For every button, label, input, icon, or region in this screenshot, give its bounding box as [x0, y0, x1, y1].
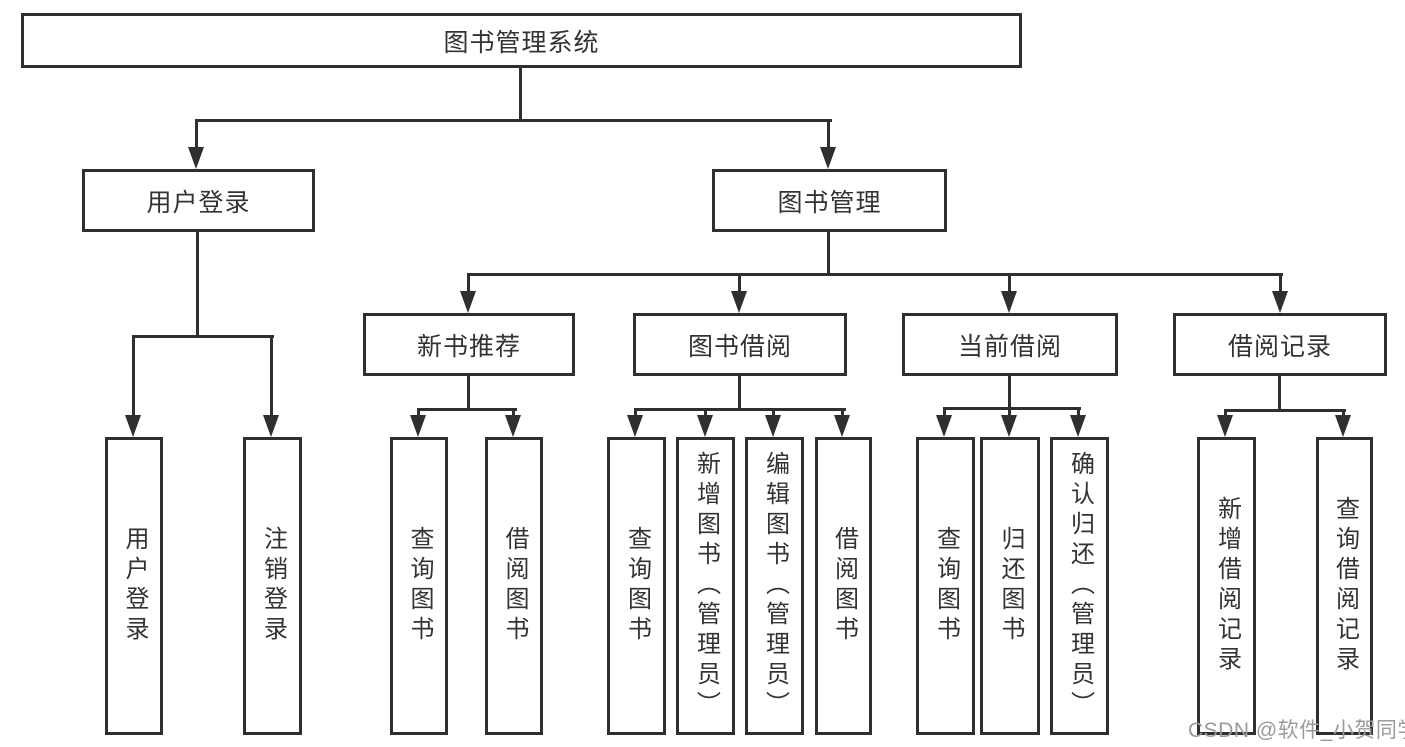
node-br-add-borrow-record-label: 新增借阅记录 — [1213, 496, 1241, 676]
node-book-management-label: 图书管理 — [777, 188, 882, 217]
connector-current-borrowing-split — [943, 407, 1081, 410]
connector-book-management-split — [467, 273, 1283, 276]
connector-arrow-br-add — [1217, 409, 1233, 437]
connector-arrow-bb-edit — [765, 408, 781, 437]
connector-book-borrowing-split — [634, 408, 846, 411]
connector-root-stem — [519, 68, 522, 119]
node-book-borrowing: 图书借阅 — [633, 313, 847, 376]
node-logout: 注销登录 — [243, 437, 302, 735]
node-current-borrowing: 当前借阅 — [902, 313, 1118, 376]
node-library-management-system-label: 图书管理系统 — [443, 28, 600, 57]
node-cb-confirm-return-admin-label: 确认归还（管理员） — [1066, 451, 1094, 721]
connector-arrow-book-borrowing — [731, 273, 747, 313]
node-cb-return-books-label: 归还图书 — [997, 526, 1024, 646]
node-bb-query-books-label: 查询图书 — [623, 526, 651, 646]
connector-arrow-login-leaf — [125, 335, 141, 437]
node-new-book-recommend-label: 新书推荐 — [416, 332, 521, 361]
csdn-watermark: CSDN @软件_小贺同学 — [1188, 719, 1405, 742]
node-borrow-records-label: 借阅记录 — [1227, 332, 1332, 361]
connector-arrow-new-book-recommend — [460, 273, 476, 313]
connector-current-borrowing-stem — [1008, 376, 1011, 407]
node-user-login: 用户登录 — [82, 169, 315, 232]
node-nb-borrow-books: 借阅图书 — [485, 437, 543, 735]
node-bb-borrow-books-label: 借阅图书 — [830, 526, 858, 646]
node-user-login-label: 用户登录 — [146, 188, 251, 217]
node-cb-query-books: 查询图书 — [916, 437, 975, 735]
node-nb-borrow-books-label: 借阅图书 — [501, 526, 528, 646]
node-nb-query-books-label: 查询图书 — [406, 526, 433, 646]
connector-book-management-stem — [827, 232, 830, 273]
node-library-management-system: 图书管理系统 — [21, 13, 1022, 68]
connector-arrow-nb-query — [410, 408, 426, 437]
node-borrow-records: 借阅记录 — [1173, 313, 1387, 376]
node-bb-add-book-admin: 新增图书（管理员） — [676, 437, 735, 735]
node-br-add-borrow-record: 新增借阅记录 — [1197, 437, 1256, 735]
connector-new-book-split — [417, 408, 517, 411]
connector-user-login-stem — [196, 232, 199, 335]
connector-book-borrowing-stem — [738, 376, 741, 408]
node-cb-query-books-label: 查询图书 — [932, 526, 960, 646]
connector-root-split — [196, 119, 832, 122]
connector-arrow-cb-return — [1001, 407, 1017, 437]
connector-user-login-split — [132, 335, 274, 338]
node-current-borrowing-label: 当前借阅 — [957, 332, 1062, 361]
connector-borrow-records-split — [1224, 409, 1346, 412]
connector-arrow-br-query — [1335, 409, 1351, 437]
node-bb-edit-book-admin-label: 编辑图书（管理员） — [761, 451, 789, 721]
node-bb-query-books: 查询图书 — [607, 437, 666, 735]
node-nb-query-books: 查询图书 — [390, 437, 448, 735]
node-book-borrowing-label: 图书借阅 — [687, 332, 792, 361]
node-bb-add-book-admin-label: 新增图书（管理员） — [692, 451, 720, 721]
connector-arrow-bb-borrow — [834, 408, 850, 437]
node-br-query-borrow-record-label: 查询借阅记录 — [1331, 496, 1359, 676]
connector-borrow-records-stem — [1278, 376, 1281, 409]
node-bb-borrow-books: 借阅图书 — [815, 437, 872, 735]
node-book-management: 图书管理 — [712, 169, 947, 232]
connector-arrow-book-management — [820, 119, 836, 169]
connector-arrow-borrow-records — [1272, 273, 1288, 313]
node-br-query-borrow-record: 查询借阅记录 — [1316, 437, 1373, 735]
connector-arrow-nb-borrow — [505, 408, 521, 437]
node-bb-edit-book-admin: 编辑图书（管理员） — [745, 437, 804, 735]
node-new-book-recommend: 新书推荐 — [363, 313, 575, 376]
connector-new-book-stem — [467, 376, 470, 408]
connector-arrow-logout-leaf — [263, 335, 279, 437]
node-user-login-leaf-label: 用户登录 — [121, 526, 148, 646]
node-user-login-leaf: 用户登录 — [105, 437, 163, 735]
node-cb-return-books: 归还图书 — [980, 437, 1040, 735]
node-logout-label: 注销登录 — [259, 526, 287, 646]
connector-arrow-cb-confirm — [1070, 407, 1086, 437]
connector-arrow-user-login — [188, 119, 204, 169]
node-cb-confirm-return-admin: 确认归还（管理员） — [1050, 437, 1109, 735]
connector-arrow-cb-query — [936, 407, 952, 437]
connector-arrow-current-borrowing — [1001, 273, 1017, 313]
connector-arrow-bb-add — [697, 408, 713, 437]
connector-arrow-bb-query — [627, 408, 643, 437]
